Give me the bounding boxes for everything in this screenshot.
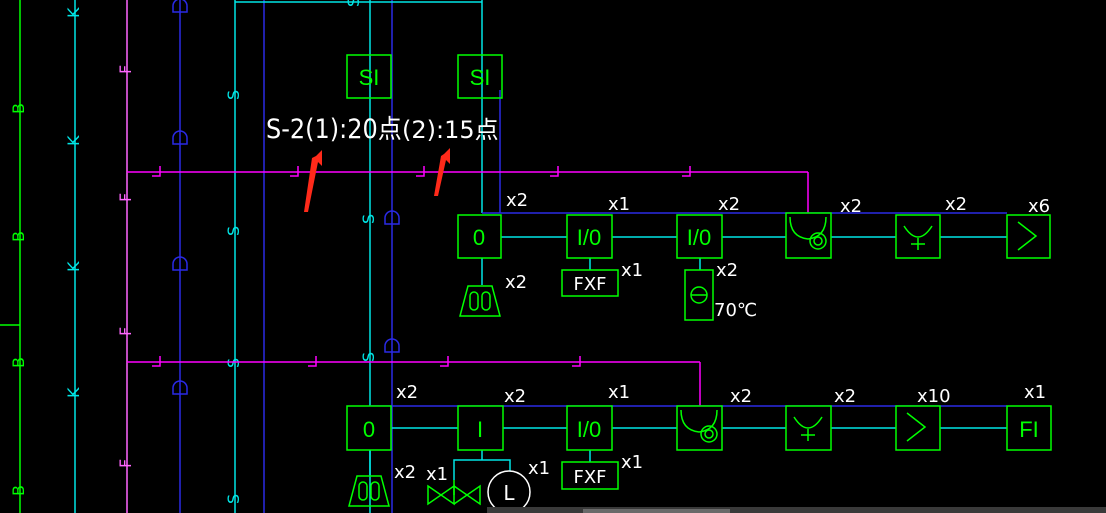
svg-text:x2: x2	[718, 194, 740, 215]
riser-labels: B B B B K K K K F F F F S S S S S S S	[9, 0, 378, 504]
svg-text:x1: x1	[608, 194, 630, 215]
wire-label-s: S	[224, 90, 243, 100]
svg-text:FI: FI	[1019, 417, 1039, 442]
svg-text:FXF: FXF	[573, 467, 606, 488]
svg-text:x2: x2	[506, 190, 528, 211]
svg-text:L: L	[503, 481, 515, 505]
bottom-bar	[487, 507, 1106, 513]
module-0-box: 0 x2	[457, 190, 528, 259]
zigzag-icon: x10	[895, 386, 951, 451]
svg-text:x2: x2	[396, 382, 418, 403]
io-module-box: I/0 x1	[566, 194, 630, 259]
svg-text:x10: x10	[917, 386, 951, 407]
level-sensor-icon: L x1	[487, 458, 550, 513]
pull-station-icon: x2	[348, 462, 416, 507]
io-module-box: I/0 x2	[676, 194, 740, 259]
io-module-box: I/0 x1	[566, 382, 630, 451]
svg-text:x6: x6	[1028, 196, 1050, 217]
loop-annotations: S-2(1):20点 (2):15点	[266, 114, 499, 212]
horn-icon: x2	[895, 194, 967, 259]
svg-text:70℃: 70℃	[714, 300, 757, 321]
svg-text:x1: x1	[621, 260, 643, 281]
riser-markers	[172, 0, 400, 395]
module-0-box: 0 x2	[346, 382, 418, 451]
d-marker	[172, 0, 188, 13]
f-line-markers	[152, 166, 691, 367]
wire-label-k: K	[64, 135, 83, 146]
si-module-2: SI	[457, 54, 503, 99]
damper-icon: x2 70℃	[684, 260, 757, 321]
wire-label-s: S	[344, 0, 363, 7]
wire-label-k: K	[64, 261, 83, 272]
wire-label-b: B	[9, 485, 28, 496]
svg-text:x1: x1	[528, 458, 550, 479]
d-marker	[384, 338, 400, 353]
svg-text:x1: x1	[621, 452, 643, 473]
pull-station-icon: x2	[459, 272, 527, 317]
loop2-annotation: (2):15点	[402, 116, 499, 144]
horn-icon: x2	[785, 386, 856, 451]
red-arrow-icon	[434, 148, 450, 196]
wire-label-b: B	[9, 357, 28, 368]
svg-text:x1: x1	[608, 382, 630, 403]
svg-text:x2: x2	[840, 196, 862, 217]
svg-text:x2: x2	[834, 386, 856, 407]
svg-text:0: 0	[473, 225, 485, 250]
svg-text:x1: x1	[426, 464, 448, 485]
svg-text:x2: x2	[945, 194, 967, 215]
riser-lines	[0, 0, 501, 513]
bell-icon: x2	[785, 196, 862, 259]
row1-devices: 0 x2 I/0 x1 I/0 x2 x2 x2 x6	[457, 190, 1051, 321]
wire-label-s: S	[359, 214, 378, 224]
wire-label-b: B	[9, 231, 28, 242]
d-marker	[172, 256, 188, 271]
svg-text:x1: x1	[1024, 382, 1046, 403]
svg-text:x2: x2	[394, 462, 416, 483]
wire-label-s: S	[224, 494, 243, 504]
svg-text:I: I	[477, 417, 483, 442]
red-arrow-icon	[304, 150, 322, 212]
d-marker	[172, 380, 188, 395]
wire-label-f: F	[116, 193, 135, 202]
wire-label-s: S	[224, 226, 243, 236]
fi-module-box: FI x1	[1006, 382, 1052, 451]
svg-text:I/0: I/0	[687, 225, 711, 250]
si-module-label: SI	[359, 65, 380, 90]
row2-devices: 0 x2 I x2 I/0 x1 x2 x2 x10	[346, 382, 1052, 513]
fxf-module-box: FXF x1	[561, 260, 643, 297]
f-lines	[127, 171, 809, 406]
wire-label-s: S	[224, 358, 243, 368]
d-marker	[384, 210, 400, 225]
svg-text:x2: x2	[716, 260, 738, 281]
wire-label-f: F	[116, 327, 135, 336]
wire-label-k: K	[64, 387, 83, 398]
svg-text:x2: x2	[730, 386, 752, 407]
wire-label-s: S	[359, 352, 378, 362]
valve-icon: x1	[426, 464, 481, 506]
bell-icon: x2	[676, 386, 752, 451]
zigzag-icon: x6	[1006, 196, 1051, 259]
wire-label-k: K	[64, 7, 83, 18]
svg-text:FXF: FXF	[573, 274, 606, 295]
svg-text:x2: x2	[504, 386, 526, 407]
wire-label-f: F	[116, 459, 135, 468]
svg-text:0: 0	[363, 417, 375, 442]
si-module-label: SI	[470, 65, 491, 90]
d-marker	[172, 130, 188, 145]
svg-text:x2: x2	[505, 272, 527, 293]
si-module-1: SI	[346, 54, 392, 99]
svg-text:I/0: I/0	[577, 225, 601, 250]
wire-label-f: F	[116, 65, 135, 74]
svg-text:I/0: I/0	[577, 417, 601, 442]
bottom-bar-segment	[583, 509, 730, 513]
loop1-annotation: S-2(1):20点	[266, 114, 402, 144]
fxf-module-box: FXF x1	[561, 452, 643, 490]
wire-label-b: B	[9, 103, 28, 114]
input-module-box: I x2	[457, 386, 526, 451]
